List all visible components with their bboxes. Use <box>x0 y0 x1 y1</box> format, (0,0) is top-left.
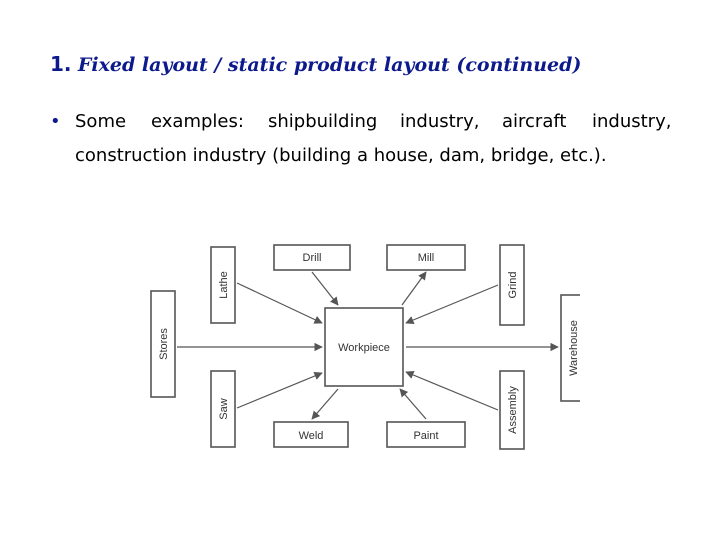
lathe-label: Lathe <box>218 271 230 299</box>
arrow-paint-to-workpiece <box>399 388 427 420</box>
stores-label: Stores <box>158 328 170 360</box>
arrow-lathe-to-workpiece <box>236 282 323 324</box>
arrow-assembly-to-workpiece <box>405 371 499 411</box>
paint-label: Paint <box>413 430 438 442</box>
assembly-box: Assembly <box>499 370 525 450</box>
mill-box: Mill <box>386 244 466 271</box>
saw-box: Saw <box>210 370 236 448</box>
arrow-saw-to-workpiece <box>236 371 323 409</box>
grind-box: Grind <box>499 244 525 326</box>
fixed-layout-diagram: Workpiece Drill Mill Weld Paint Lathe St… <box>150 244 580 450</box>
workpiece-label: Workpiece <box>338 342 390 354</box>
arrow-workpiece-to-mill <box>401 271 427 306</box>
arrow-workpiece-to-weld <box>311 388 339 420</box>
bullet-word-5: aircraft <box>502 111 567 132</box>
mill-label: Mill <box>418 252 435 264</box>
bullet-word-2: examples: <box>151 111 244 132</box>
heading-title: Fixed layout / static product layout (co… <box>77 54 582 76</box>
bullet-word-6: industry, <box>592 111 672 132</box>
drill-box: Drill <box>273 244 351 271</box>
bullet-word-3: shipbuilding <box>268 111 378 132</box>
paint-box: Paint <box>386 421 466 448</box>
bullet-word-1: Some <box>75 111 127 132</box>
slide-heading: 1. Fixed layout / static product layout … <box>50 52 581 76</box>
weld-label: Weld <box>299 430 324 442</box>
bullet-word-4: industry, <box>400 111 480 132</box>
arrow-drill-to-workpiece <box>311 271 339 306</box>
saw-label: Saw <box>218 398 230 419</box>
stores-box: Stores <box>150 290 176 398</box>
drill-label: Drill <box>303 252 322 264</box>
bullet-dot: • <box>50 111 61 132</box>
heading-number: 1. <box>50 52 72 76</box>
warehouse-label: Warehouse <box>568 320 580 376</box>
arrow-grind-to-workpiece <box>405 284 499 324</box>
warehouse-box: Warehouse <box>560 294 580 402</box>
assembly-label: Assembly <box>507 386 519 434</box>
grind-label: Grind <box>507 272 519 299</box>
weld-box: Weld <box>273 421 349 448</box>
bullet-continuation: construction industry (building a house,… <box>75 145 607 166</box>
workpiece-box: Workpiece <box>324 307 404 387</box>
lathe-box: Lathe <box>210 246 236 324</box>
